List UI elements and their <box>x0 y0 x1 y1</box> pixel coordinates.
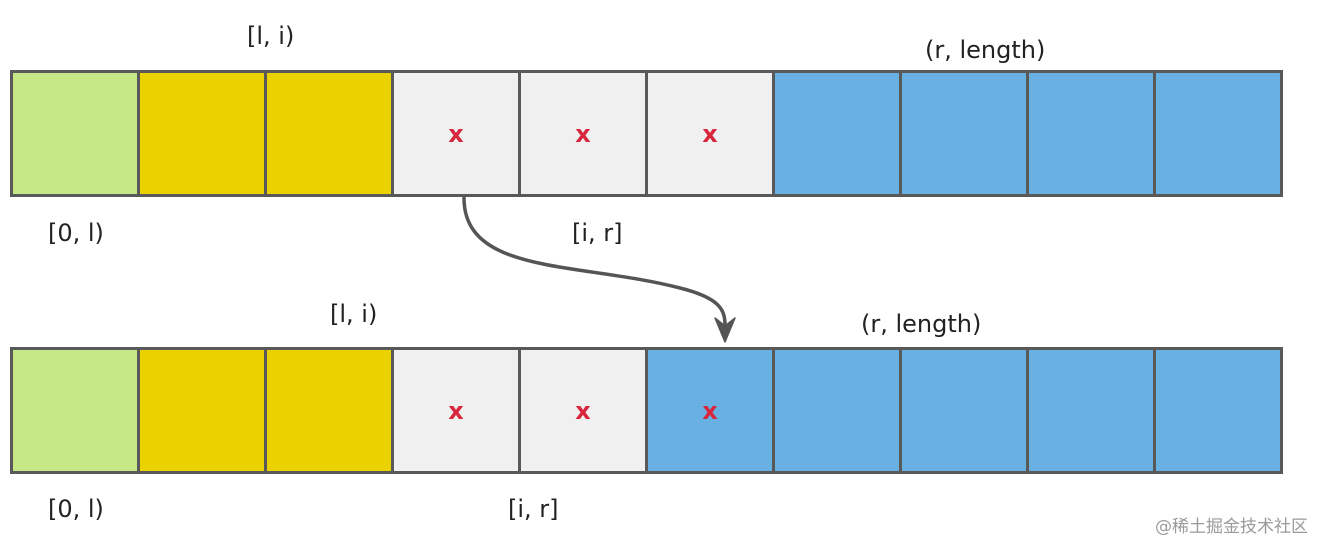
label-r-length-bottom: (r, length) <box>861 310 982 338</box>
array-cell <box>10 70 140 197</box>
array-cell: x <box>518 70 648 197</box>
cell-mark: x <box>702 119 718 148</box>
cell-mark: x <box>702 396 718 425</box>
label-0-l-bottom: [0, l) <box>48 495 104 523</box>
array-cell <box>899 347 1029 474</box>
cell-mark: x <box>575 119 591 148</box>
cell-mark: x <box>448 396 464 425</box>
cell-mark: x <box>448 119 464 148</box>
array-cell <box>137 70 267 197</box>
swap-arrow-head <box>714 317 736 343</box>
array-cell <box>772 347 902 474</box>
array-cell: x <box>518 347 648 474</box>
array-cell <box>1026 70 1156 197</box>
array-cell <box>899 70 1029 197</box>
label-l-i-bottom: [l, i) <box>330 300 378 328</box>
array-cell <box>264 347 394 474</box>
array-cell <box>1026 347 1156 474</box>
array-cell: x <box>645 347 775 474</box>
array-cell <box>264 70 394 197</box>
array-cell: x <box>391 347 521 474</box>
label-i-r-bottom: [i, r] <box>508 495 559 523</box>
cell-mark: x <box>575 396 591 425</box>
array-cell: x <box>645 70 775 197</box>
array-cell <box>137 347 267 474</box>
array-cell <box>10 347 140 474</box>
swap-arrow-path <box>462 196 727 327</box>
label-l-i-top: [l, i) <box>247 22 295 50</box>
label-r-length-top: (r, length) <box>925 36 1046 64</box>
label-i-r-top: [i, r] <box>572 219 623 247</box>
array-cell <box>1153 347 1283 474</box>
watermark: @稀土掘金技术社区 <box>1155 517 1308 537</box>
label-0-l-top: [0, l) <box>48 219 104 247</box>
array-cell <box>772 70 902 197</box>
array-cell <box>1153 70 1283 197</box>
array-cell: x <box>391 70 521 197</box>
